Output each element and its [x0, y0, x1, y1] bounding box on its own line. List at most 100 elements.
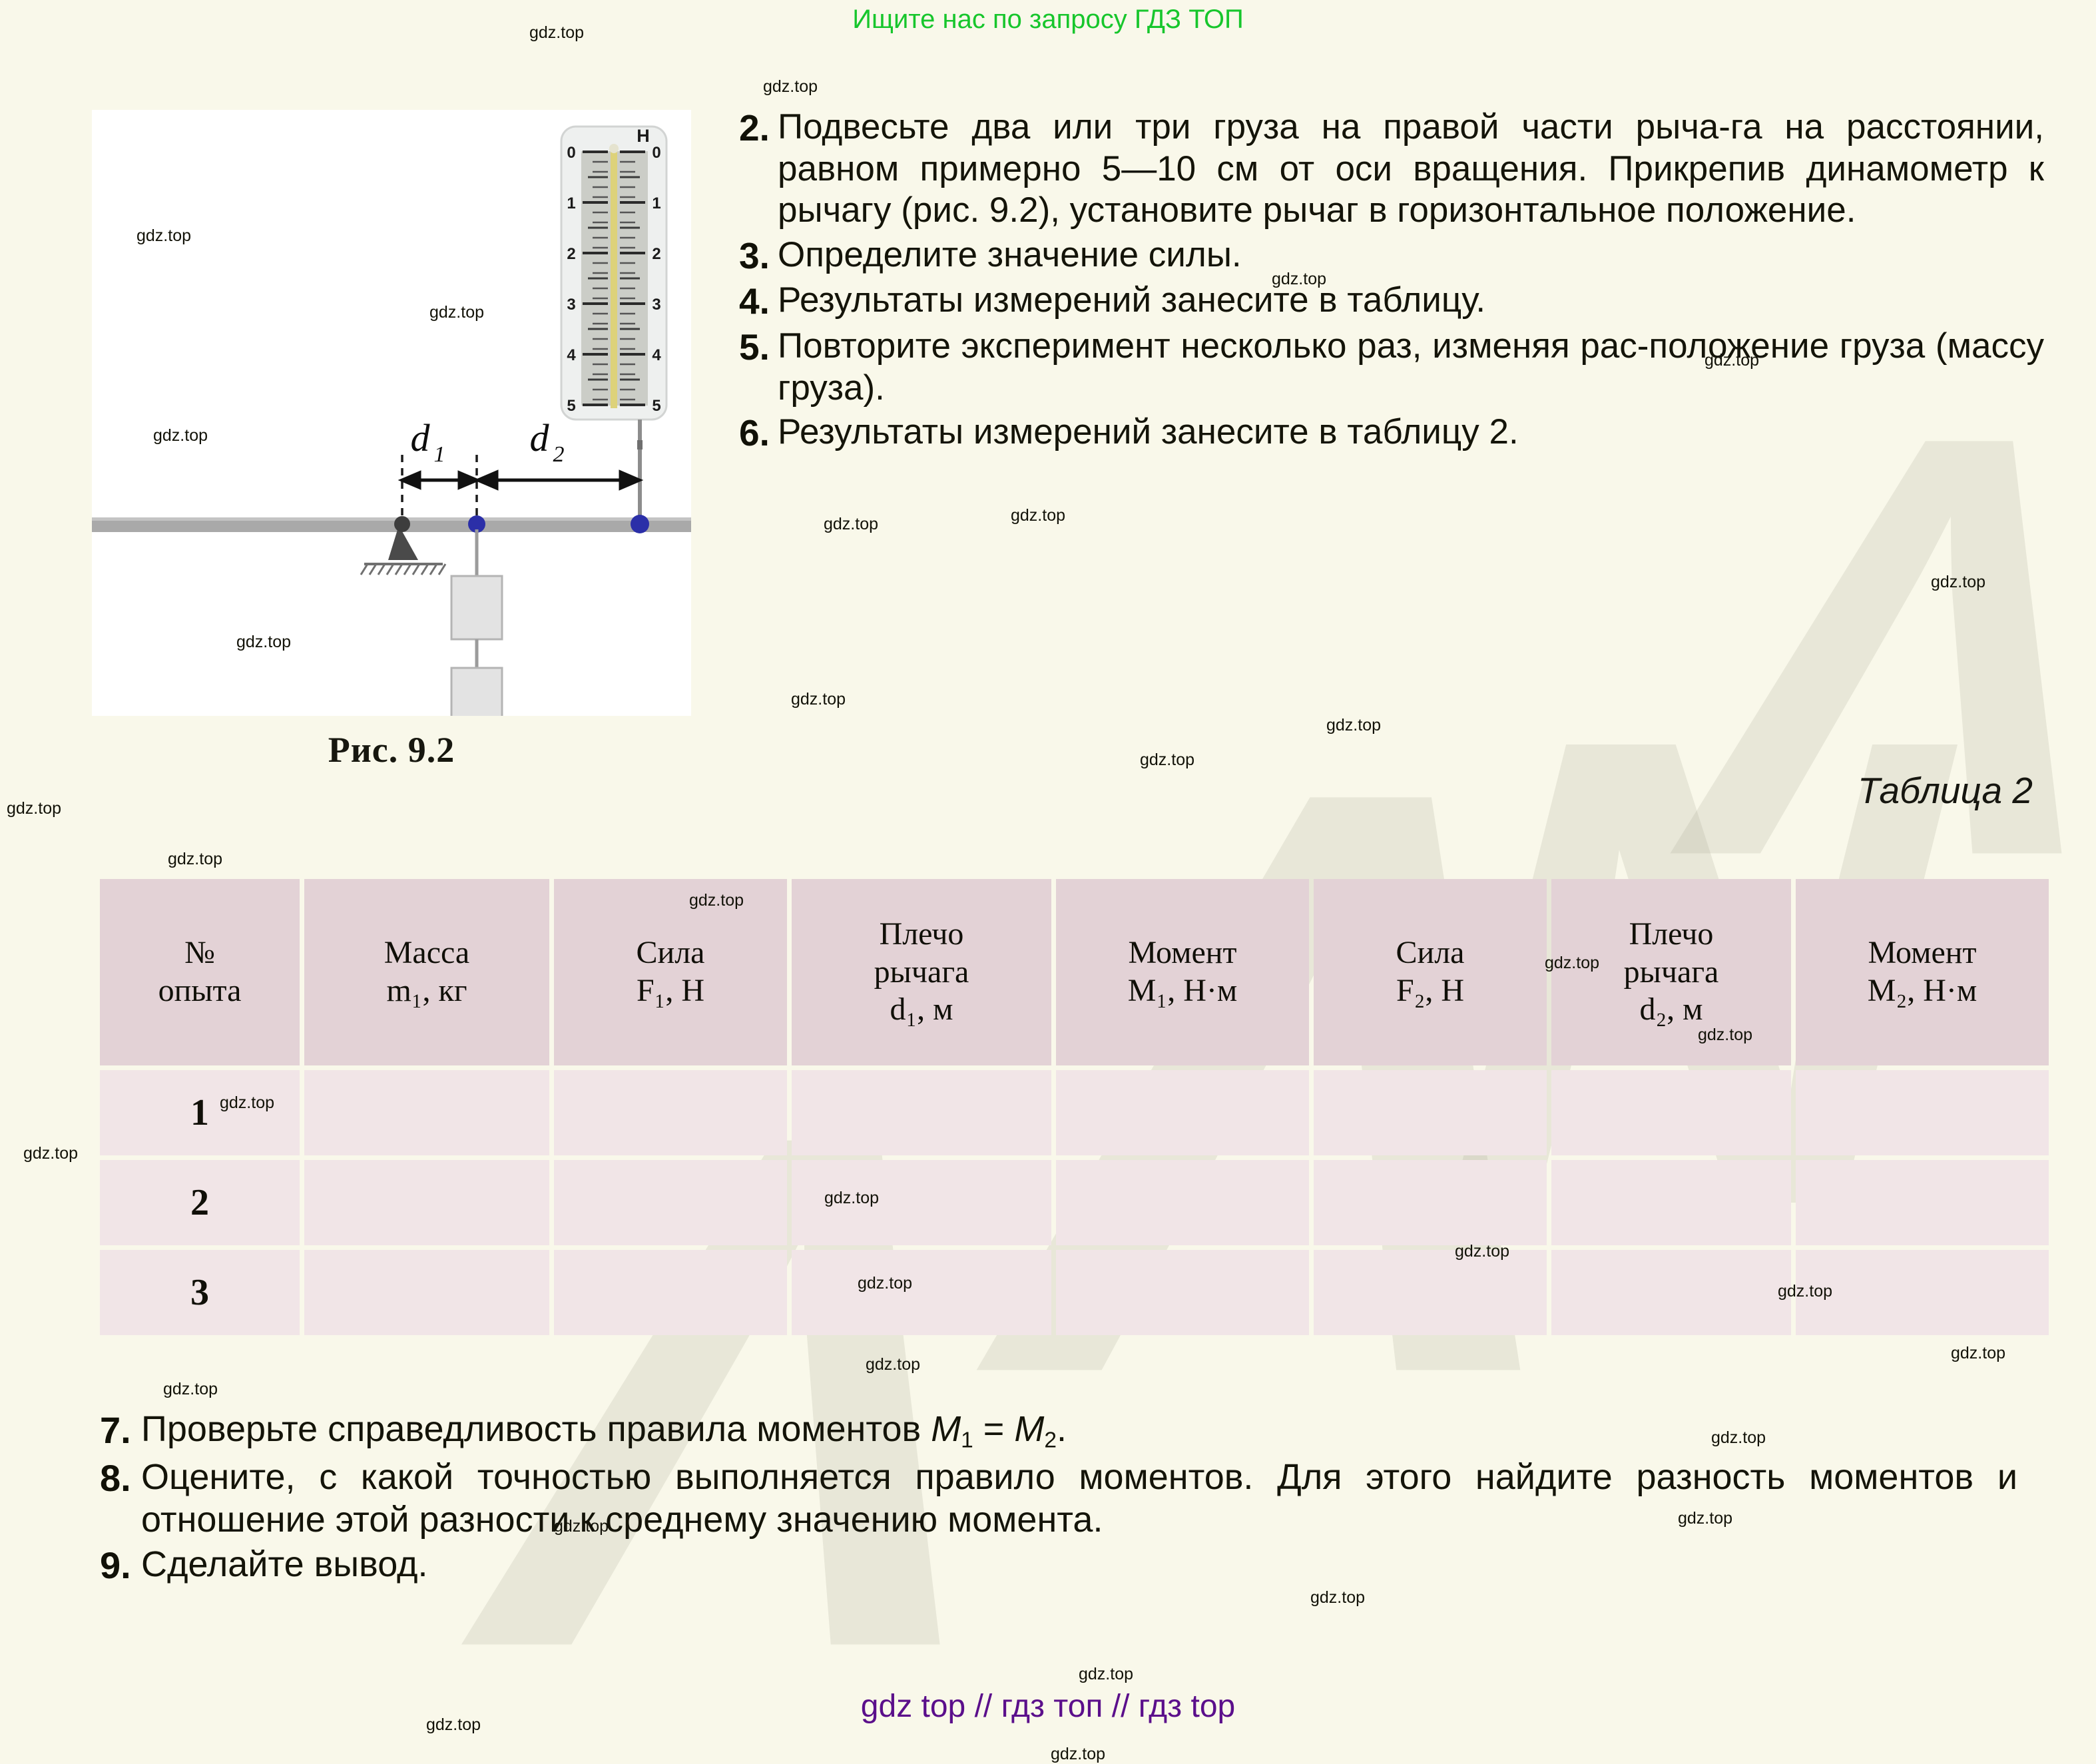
table-row: 2 [100, 1160, 2049, 1245]
column-header-force-f2: Сила F₂, Н [1314, 879, 1547, 1065]
cell-force-f2[interactable] [1314, 1160, 1547, 1245]
cell-mass-m1[interactable] [304, 1250, 549, 1335]
promo-text-bottom: gdz top // гдз топ // гдз top [860, 1688, 1236, 1724]
dyno-tick-1-right: 1 [652, 194, 660, 212]
figure-caption: Рис. 9.2 [328, 730, 455, 770]
header-line-2: m₁, кг [386, 973, 467, 1008]
dyno-tick-5-left: 5 [567, 397, 575, 415]
symbol-m2: M [1014, 1409, 1045, 1449]
dimension-guides [401, 455, 478, 517]
cell-experiment-number: 2 [100, 1160, 300, 1245]
instruction-text: Результаты измерений занесите в таблицу … [778, 412, 1519, 452]
watermark-gdz-top: gdz.top [1778, 1282, 1833, 1301]
header-line-2: F₁, Н [636, 973, 705, 1008]
watermark-gdz-top: gdz.top [220, 1093, 275, 1112]
watermark-gdz-top: gdz.top [554, 1517, 609, 1536]
instruction-text: Оцените, с какой точностью выполняется п… [141, 1456, 2017, 1540]
header-line-1: № [184, 935, 215, 971]
cell-moment-m2[interactable] [1796, 1250, 2049, 1335]
cell-force-f2[interactable] [1314, 1250, 1547, 1335]
column-header-force-f1: Сила F₁, Н [554, 879, 787, 1065]
instruction-number: 5. [739, 326, 770, 368]
header-line-1: Масса [384, 935, 470, 971]
cell-moment-m1[interactable] [1056, 1070, 1309, 1155]
instruction-item-6: 6. Результаты измерений занесите в табли… [739, 412, 2044, 455]
dynamometer-attachment-point [631, 515, 649, 533]
watermark-gdz-top: gdz.top [529, 23, 585, 42]
cell-force-f1[interactable] [554, 1160, 787, 1245]
table-row: 3 [100, 1250, 2049, 1335]
dyno-unit-newton: Н [637, 126, 650, 146]
cell-moment-m2[interactable] [1796, 1070, 2049, 1155]
cell-arm-d2[interactable] [1551, 1160, 1791, 1245]
header-line-1: Плечо [1629, 916, 1714, 952]
dynamometer-icon: 0 0 1 1 2 2 3 3 4 4 5 5 Н [560, 125, 668, 524]
dyno-tick-3-right: 3 [652, 296, 660, 314]
column-header-moment-m2: Момент M₂, Н·м [1796, 879, 2049, 1065]
instruction-text: Проверьте справедливость правила моменто… [141, 1408, 2017, 1454]
instruction-number: 9. [100, 1544, 131, 1587]
instruction-text-pre: Проверьте справедливость правила моменто… [141, 1409, 931, 1449]
header-line-2: M₁, Н·м [1127, 973, 1238, 1008]
dimension-arrow-d2 [473, 469, 644, 491]
symbol-m1-sub: 1 [961, 1428, 973, 1453]
watermark-gdz-top: gdz.top [689, 891, 744, 910]
instruction-item-3: 3. Определите значение силы. [739, 234, 2044, 278]
label-d1-sub: 1 [434, 442, 445, 467]
header-line-2: рычага [874, 954, 969, 990]
instruction-number: 8. [100, 1456, 131, 1499]
instruction-number: 2. [739, 107, 770, 148]
cell-force-f2[interactable] [1314, 1070, 1547, 1155]
column-header-arm-d2: Плечо рычага d₂, м [1551, 879, 1791, 1065]
watermark-gdz-top: gdz.top [23, 1144, 79, 1163]
dyno-tick-3-left: 3 [567, 296, 575, 314]
cell-arm-d2[interactable] [1551, 1250, 1791, 1335]
instruction-text-post: . [1056, 1409, 1067, 1449]
instruction-number: 7. [100, 1409, 131, 1451]
figure-lever-experiment: 0 0 1 1 2 2 3 3 4 4 5 5 Н [92, 110, 691, 716]
cell-force-f1[interactable] [554, 1250, 787, 1335]
instruction-number: 4. [739, 280, 770, 322]
header-line-2: F₂, Н [1396, 973, 1465, 1008]
cell-moment-m1[interactable] [1056, 1250, 1309, 1335]
watermark-gdz-top: gdz.top [1545, 954, 1600, 972]
measurements-table: № опыта Масса m₁, кг Сила F₁, Н Плечо ры… [95, 874, 2053, 1340]
watermark-gdz-top: gdz.top [824, 1189, 880, 1207]
instruction-text: Результаты измерений занесите в таблицу. [778, 280, 1486, 320]
header-line-3: d₁, м [890, 992, 953, 1028]
watermark-gdz-top: gdz.top [1678, 1509, 1733, 1528]
instructions-list-bottom: 7. Проверьте справедливость правила моме… [100, 1408, 2017, 1590]
instruction-item-8: 8. Оцените, с какой точностью выполняетс… [100, 1456, 2017, 1541]
cell-experiment-number: 1 [100, 1070, 300, 1155]
fulcrum-icon [360, 516, 447, 575]
dyno-tick-2-right: 2 [652, 245, 660, 263]
cell-experiment-number: 3 [100, 1250, 300, 1335]
header-line-1: Сила [636, 935, 705, 971]
cell-mass-m1[interactable] [304, 1070, 549, 1155]
symbol-m2-sub: 2 [1044, 1428, 1057, 1453]
cell-arm-d2[interactable] [1551, 1070, 1791, 1155]
watermark-gdz-top: gdz.top [1326, 716, 1382, 735]
watermark-gdz-top: gdz.top [1051, 1745, 1106, 1763]
watermark-gdz-top: gdz.top [763, 77, 818, 96]
header-line-1: Момент [1128, 935, 1237, 971]
watermark-gdz-top: gdz.top [236, 633, 292, 651]
watermark-gdz-top: gdz.top [168, 850, 223, 868]
cell-arm-d1[interactable] [792, 1070, 1051, 1155]
hanging-weights [450, 529, 503, 716]
instructions-list-top: 2. Подвесьте два или три груза на правой… [739, 107, 2044, 457]
cell-arm-d1[interactable] [792, 1160, 1051, 1245]
instruction-item-7: 7. Проверьте справедливость правила моме… [100, 1408, 2017, 1454]
cell-mass-m1[interactable] [304, 1160, 549, 1245]
cell-force-f1[interactable] [554, 1070, 787, 1155]
cell-moment-m1[interactable] [1056, 1160, 1309, 1245]
dyno-tick-4-left: 4 [567, 346, 576, 364]
cell-arm-d1[interactable] [792, 1250, 1051, 1335]
watermark-gdz-top: gdz.top [1698, 1026, 1753, 1044]
header-line-2: опыта [158, 973, 242, 1008]
symbol-equals: = [973, 1409, 1015, 1449]
watermark-gdz-top: gdz.top [1011, 506, 1066, 525]
watermark-gdz-top: gdz.top [791, 690, 846, 709]
watermark-gdz-top: gdz.top [1272, 270, 1327, 288]
cell-moment-m2[interactable] [1796, 1160, 2049, 1245]
